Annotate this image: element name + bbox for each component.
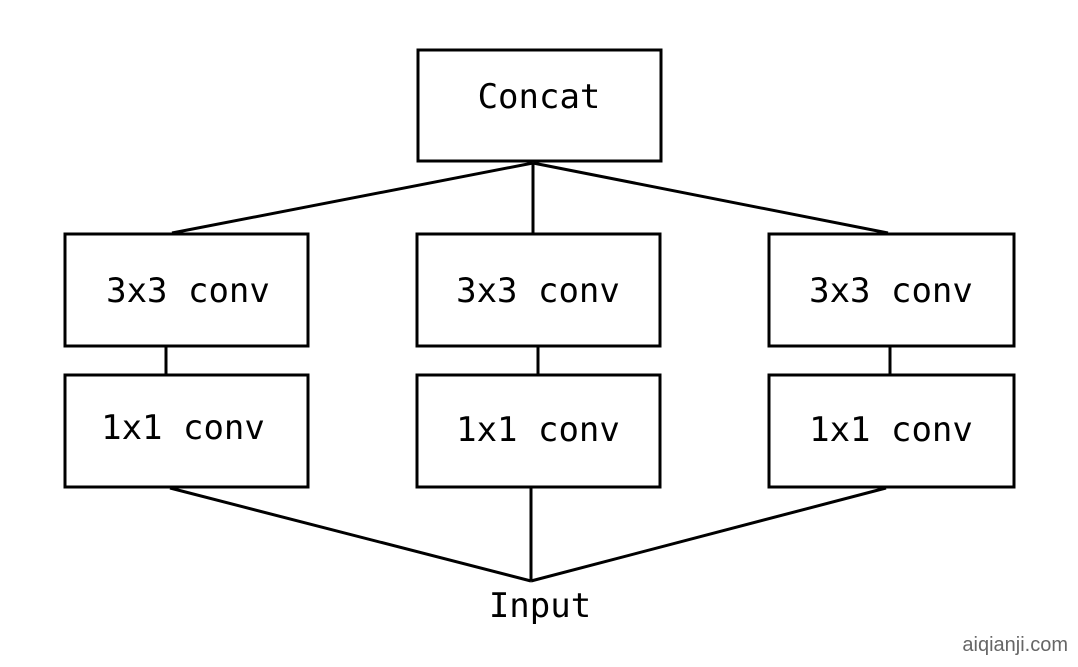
watermark-text: aiqianji.com [962, 634, 1068, 656]
input-to-left-edge [169, 486, 532, 583]
middle-3x3-label: 3x3 conv [456, 271, 620, 311]
left-1x1-box [63, 373, 310, 489]
left-3x3-box [63, 232, 310, 348]
input-label: Input [489, 586, 591, 626]
concat-to-right-edge [532, 161, 889, 235]
right-1x1-label: 1x1 conv [809, 410, 973, 450]
right-1x1-box [767, 373, 1016, 489]
right-3x3-box [767, 232, 1016, 348]
left-3x3-label: 3x3 conv [106, 271, 270, 311]
middle-1x1-box [415, 373, 662, 489]
concat-to-left-edge [171, 161, 534, 235]
connectors [164, 161, 892, 583]
middle-1x1-label: 1x1 conv [456, 410, 620, 450]
input-to-right-edge [530, 486, 887, 583]
left-1x1-label: 1x1 conv [101, 408, 265, 448]
boxes [63, 48, 1016, 489]
concat-label: Concat [478, 77, 601, 117]
middle-3x3-box [415, 232, 662, 348]
right-3x3-label: 3x3 conv [809, 271, 973, 311]
concat-box [416, 48, 663, 163]
